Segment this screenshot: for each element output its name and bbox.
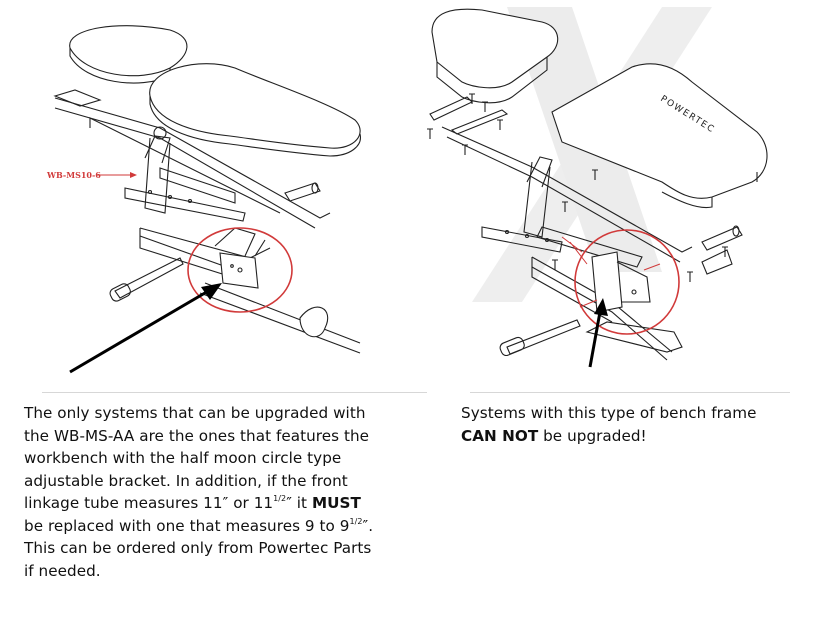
left-caption-line-1: The only systems that can be upgraded wi… bbox=[24, 404, 366, 422]
left-caption: The only systems that can be upgraded wi… bbox=[24, 402, 434, 582]
right-bench-diagram: POWERTEC bbox=[427, 7, 768, 368]
left-caption-line-5: linkage tube measures 11″ or 111/2″ it M… bbox=[24, 494, 361, 512]
half-moon-bracket bbox=[219, 252, 259, 289]
pointer-arrow bbox=[69, 288, 211, 374]
highlight-circle bbox=[187, 227, 293, 313]
part-label: WB-MS10-6 bbox=[46, 170, 101, 180]
right-caption: Systems with this type of bench frame CA… bbox=[461, 402, 811, 447]
right-divider bbox=[470, 392, 790, 393]
left-caption-line-6: be replaced with one that measures 9 to … bbox=[24, 516, 374, 535]
left-caption-line-4: adjustable bracket. In addition, if the … bbox=[24, 471, 348, 490]
left-caption-line-3: workbench with the half moon circle type bbox=[24, 449, 342, 467]
right-caption-line-1: Systems with this type of bench frame bbox=[461, 404, 757, 422]
left-caption-line-7: This can be ordered only from Powertec P… bbox=[24, 539, 372, 557]
pointer-arrow bbox=[588, 311, 602, 368]
seat-pad bbox=[431, 8, 559, 89]
can-not-emphasis: CAN NOT bbox=[461, 426, 539, 445]
left-divider bbox=[42, 392, 427, 393]
back-pad bbox=[149, 63, 361, 149]
left-caption-line-8: if needed. bbox=[24, 561, 101, 580]
highlight-circle bbox=[574, 229, 680, 335]
bolts bbox=[427, 93, 728, 282]
left-caption-line-2: the WB-MS-AA are the ones that features … bbox=[24, 426, 370, 445]
back-pad bbox=[551, 63, 768, 199]
must-emphasis: MUST bbox=[311, 494, 361, 512]
seat-pad bbox=[69, 25, 188, 77]
right-caption-line-2: CAN NOT be upgraded! bbox=[461, 426, 647, 445]
left-bench-diagram: WB-MS10-6 bbox=[46, 25, 361, 374]
